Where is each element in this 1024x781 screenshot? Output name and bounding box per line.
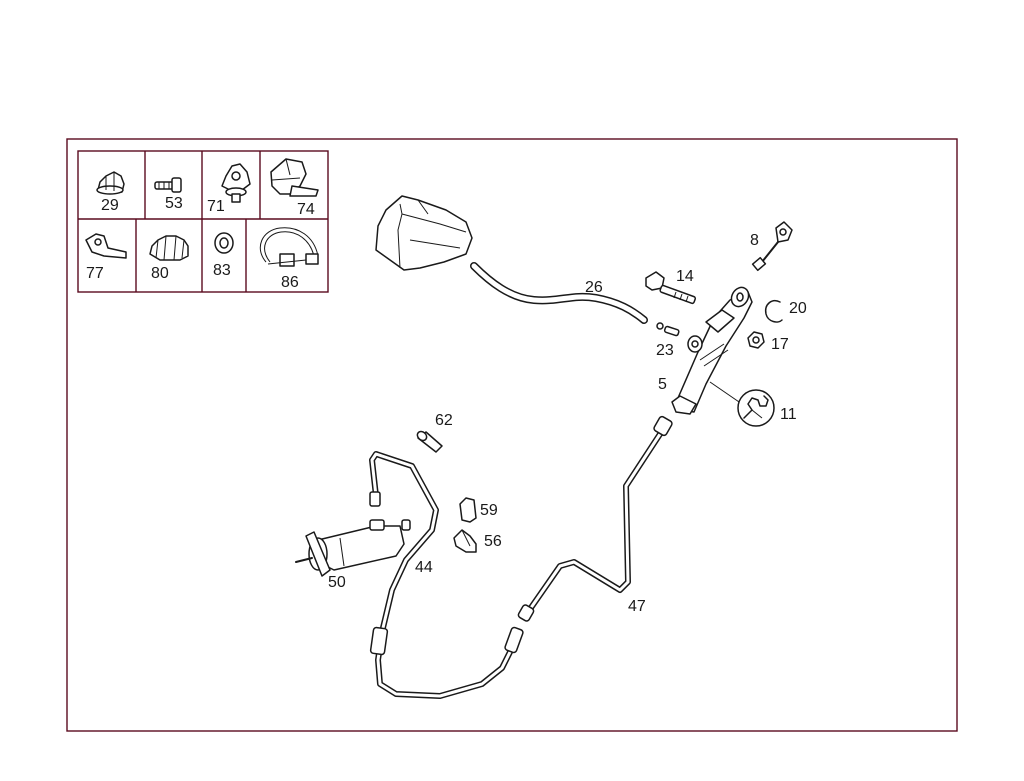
- legend-label-77: 77: [86, 265, 104, 282]
- part-83-ring-icon: [214, 232, 234, 254]
- callout-59: 59: [480, 502, 498, 519]
- legend-label-53: 53: [165, 195, 183, 212]
- slave-cylinder-50: [295, 519, 411, 577]
- part-74-bracket-icon: [270, 158, 319, 197]
- callout-50: 50: [328, 574, 346, 591]
- wrench-11-icon: [737, 389, 775, 427]
- line-44: [369, 451, 524, 699]
- legend-label-29: 29: [101, 197, 119, 214]
- callout-23: 23: [656, 342, 674, 359]
- callout-14: 14: [676, 268, 694, 285]
- callout-5: 5: [658, 376, 667, 393]
- bolt-14: [645, 271, 697, 305]
- sleeve-62: [416, 430, 443, 453]
- line-47: [517, 415, 673, 622]
- hose-26: [470, 262, 648, 324]
- push-rod-8: [751, 221, 793, 272]
- callout-62: 62: [435, 412, 453, 429]
- callout-47: 47: [628, 598, 646, 615]
- callout-44: 44: [415, 559, 433, 576]
- cap-59: [459, 497, 477, 523]
- callout-11: 11: [780, 406, 797, 423]
- diagram-frame: [66, 138, 958, 732]
- clip-20: [764, 300, 783, 323]
- part-86-strap-icon: [259, 227, 319, 267]
- small-parts-legend: 29 53 71 74 77: [77, 150, 329, 293]
- legend-label-80: 80: [151, 265, 169, 282]
- legend-label-74: 74: [297, 201, 315, 218]
- part-71-clip-icon: [221, 163, 251, 203]
- bleeder-23: [656, 322, 680, 337]
- callout-8: 8: [750, 232, 759, 249]
- callout-20: 20: [789, 300, 807, 317]
- callout-17: 17: [771, 336, 789, 353]
- part-80-boot-icon: [149, 235, 189, 261]
- part-53-screw-icon: [154, 177, 182, 193]
- fluid-reservoir: [375, 195, 473, 271]
- legend-label-86: 86: [281, 274, 299, 291]
- legend-label-83: 83: [213, 262, 231, 279]
- part-29-grommet-icon: [96, 171, 125, 195]
- master-cylinder-5: [671, 286, 753, 415]
- callout-56: 56: [484, 533, 502, 550]
- legend-label-71: 71: [207, 198, 225, 215]
- bracket-56: [453, 529, 477, 553]
- part-77-bracket-icon: [85, 233, 127, 259]
- callout-26: 26: [585, 279, 603, 296]
- nut-17: [747, 331, 765, 349]
